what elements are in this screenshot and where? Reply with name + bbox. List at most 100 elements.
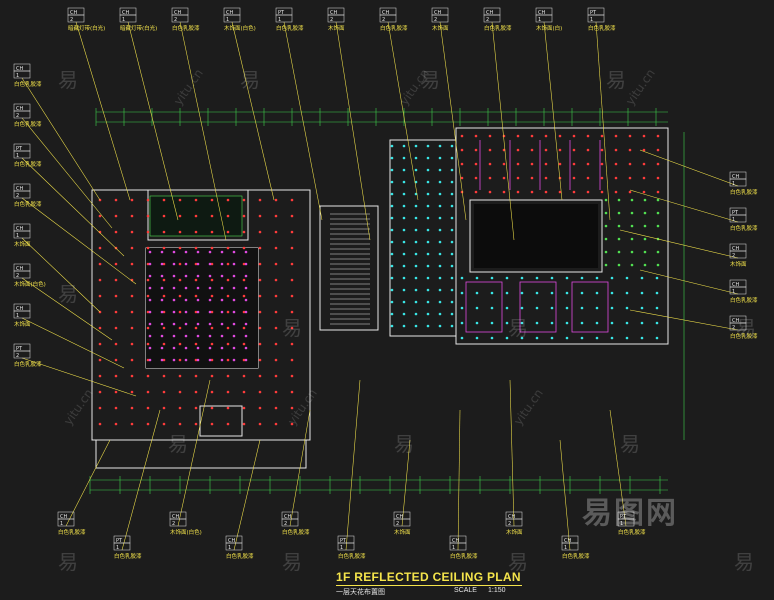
tag-number-box xyxy=(13,70,31,79)
tag-number: 1 xyxy=(732,217,735,223)
tag-number: 1 xyxy=(116,545,119,551)
tag-code: CH xyxy=(16,66,23,72)
light-fixture xyxy=(242,278,246,282)
tag-code: CH xyxy=(172,514,179,520)
brand-watermark: 易图网 xyxy=(582,496,678,531)
light-fixture xyxy=(535,276,539,280)
light-fixture xyxy=(178,358,182,362)
light-fixture xyxy=(162,310,166,314)
light-fixture xyxy=(558,148,562,152)
light-fixture xyxy=(162,262,166,266)
light-fixture xyxy=(617,263,621,267)
light-fixture xyxy=(426,264,430,268)
light-fixture xyxy=(274,406,278,410)
light-fixture xyxy=(162,198,166,202)
tag-number: 2 xyxy=(16,193,19,199)
light-fixture xyxy=(196,298,200,302)
light-fixture xyxy=(226,390,230,394)
light-fixture xyxy=(610,321,614,325)
dimension-ticks xyxy=(89,108,661,494)
light-fixture xyxy=(258,214,262,218)
light-fixture xyxy=(390,156,394,160)
light-fixture xyxy=(242,358,246,362)
light-fixture xyxy=(402,312,406,316)
light-fixture xyxy=(614,148,618,152)
light-fixture xyxy=(290,310,294,314)
light-fixture xyxy=(505,321,509,325)
tag-code: CH xyxy=(16,266,23,272)
light-fixture xyxy=(572,190,576,194)
tag-label: 木饰面 xyxy=(14,240,31,248)
light-fixture xyxy=(640,291,644,295)
light-fixture xyxy=(502,176,506,180)
tag-number-box xyxy=(483,14,501,23)
light-fixture xyxy=(274,214,278,218)
light-fixture xyxy=(617,198,621,202)
light-fixture xyxy=(450,288,454,292)
light-fixture xyxy=(640,321,644,325)
light-fixture xyxy=(610,291,614,295)
light-fixture xyxy=(208,262,212,266)
light-fixture xyxy=(172,310,176,314)
light-fixture xyxy=(98,214,102,218)
light-fixture xyxy=(628,162,632,166)
light-fixture xyxy=(130,294,134,298)
light-fixture xyxy=(146,326,150,330)
tag-number-box xyxy=(13,190,31,199)
light-fixture xyxy=(474,162,478,166)
light-fixture xyxy=(642,162,646,166)
light-fixture xyxy=(210,310,214,314)
light-fixture xyxy=(656,176,660,180)
light-fixture xyxy=(242,246,246,250)
light-fixture xyxy=(426,252,430,256)
light-fixture xyxy=(655,321,659,325)
light-fixture xyxy=(196,346,200,350)
tag-code: CH xyxy=(284,514,291,520)
light-fixture xyxy=(600,148,604,152)
tag-code: CH xyxy=(396,514,403,520)
light-fixture xyxy=(184,310,188,314)
light-fixture xyxy=(130,310,134,314)
light-fixture xyxy=(148,250,152,254)
light-fixture xyxy=(114,230,118,234)
light-fixture xyxy=(614,190,618,194)
light-fixture xyxy=(274,198,278,202)
light-fixture xyxy=(220,298,224,302)
light-fixture xyxy=(244,298,248,302)
light-fixture xyxy=(196,334,200,338)
tag-code: CH xyxy=(122,10,129,16)
light-fixture xyxy=(550,276,554,280)
tag-label: 白色乳胶漆 xyxy=(588,24,616,32)
tag-label: 木饰面 xyxy=(394,528,411,536)
light-fixture xyxy=(550,306,554,310)
light-fixture xyxy=(162,214,166,218)
material-tags: CH2暗藏灯带(白光)CH1暗藏灯带(白光)CH2白色乳胶漆CH1木饰面(白色)… xyxy=(13,7,758,560)
leader-line xyxy=(629,309,739,331)
leader-line xyxy=(509,379,515,527)
tag-code: CH xyxy=(228,538,235,544)
light-fixtures xyxy=(98,134,660,426)
light-fixture xyxy=(146,294,150,298)
light-fixture xyxy=(258,198,262,202)
light-fixture xyxy=(242,214,246,218)
light-fixture xyxy=(196,310,200,314)
light-fixture xyxy=(520,306,524,310)
light-fixture xyxy=(226,310,230,314)
light-fixture xyxy=(625,276,629,280)
light-fixture xyxy=(194,246,198,250)
light-fixture xyxy=(488,162,492,166)
light-fixture xyxy=(390,324,394,328)
light-fixture xyxy=(586,134,590,138)
light-fixture xyxy=(160,346,164,350)
light-fixture xyxy=(572,162,576,166)
east-wing-outline xyxy=(455,127,669,345)
light-fixture xyxy=(148,334,152,338)
tag-label: 白色乳胶漆 xyxy=(14,360,42,368)
light-fixture xyxy=(630,237,634,241)
light-fixture xyxy=(390,252,394,256)
tag-code: CH xyxy=(486,10,493,16)
